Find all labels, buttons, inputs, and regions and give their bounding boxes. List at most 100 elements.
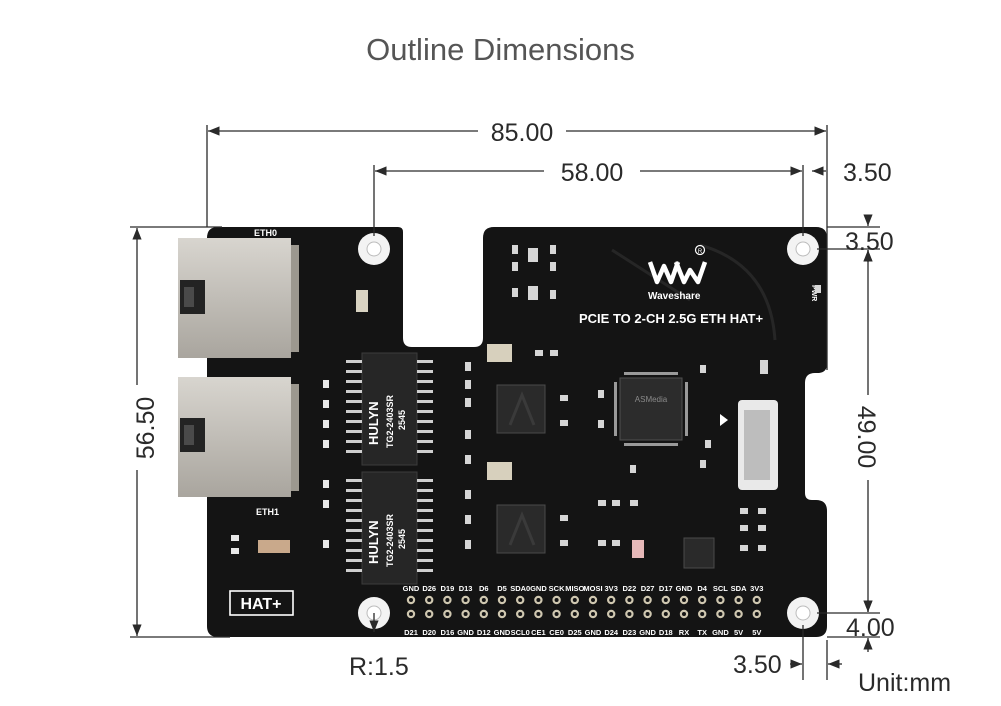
dim-hole-offset-y-top: 3.50 [845,228,894,256]
gpio-top-pin-label: D4 [697,584,707,593]
gpio-pin-hole [500,612,504,616]
dimension-lines [130,125,880,680]
gpio-pin-hole [554,612,559,616]
gpio-bottom-pin-label: RX [679,628,689,637]
gpio-top-pin-label: D6 [479,584,489,593]
gpio-top-pin-label: MISO [565,584,584,593]
gpio-top-pin-label: SCK [549,584,565,593]
crystal-1 [487,344,512,362]
gpio-top-pin-label: MOSI [583,584,602,593]
gpio-pin-hole [609,598,614,602]
ethernet-controller-2 [496,504,546,554]
crystal-2 [487,462,512,480]
gpio-pin-hole [463,612,468,616]
dim-hole-radius: R:1.5 [349,653,409,681]
gpio-top-pin-label: D5 [497,584,507,593]
gpio-top-pin-label: SDA0 [510,584,530,593]
gpio-pin-hole [682,598,686,602]
hat-label: HAT+ [240,596,281,613]
gpio-pin-hole [736,612,741,616]
gpio-pin-hole [572,612,577,616]
rj45-port-eth1 [178,377,299,497]
svg-text:R: R [698,249,703,255]
gpio-header: GNDD21D26D20D19D16D13GNDD6D12D5GNDSDA0SC… [403,584,764,637]
gpio-pin-hole [554,598,559,602]
gpio-bottom-pin-label: D12 [477,628,491,637]
gpio-top-pin-label: D19 [441,584,455,593]
gpio-bottom-pin-label: SCL0 [511,628,530,637]
gpio-pin-hole [627,612,632,616]
transformer-1: HULYN TG2-2403SR 2545 [346,352,433,466]
gpio-pin-hole [591,612,595,616]
gpio-pin-hole [627,598,632,602]
gpio-top-pin-label: GND [676,584,693,593]
mounting-holes [358,233,819,629]
dim-hole-spacing-x: 58.00 [561,159,624,187]
gpio-top-pin-label: GND [530,584,547,593]
gpio-bottom-pin-label: GND [712,628,729,637]
gpio-pin-hole [445,612,450,616]
gpio-pin-hole [645,612,650,616]
unit-label: Unit:mm [858,669,951,697]
smd-components [465,245,821,558]
gpio-bottom-pin-label: GND [457,628,474,637]
gpio-top-pin-label: D22 [623,584,637,593]
gpio-pin-hole [500,598,504,602]
dim-hole-offset-x: 3.50 [843,159,892,187]
gpio-top-pin-label: 3V3 [750,584,763,593]
gpio-pin-hole [663,612,668,616]
gpio-top-pin-label: D27 [641,584,655,593]
brand-label: Waveshare [648,291,701,302]
mounting-hole-top-left [358,233,390,265]
gpio-bottom-pin-label: D20 [422,628,436,637]
gpio-bottom-pin-label: D16 [441,628,455,637]
mounting-hole-bottom-right [787,597,819,629]
gpio-pin-hole [718,612,723,616]
transformer-2-code: 2545 [397,529,407,549]
gpio-pin-hole [718,598,723,602]
pcie-switch-chip: ASMedia [614,372,688,446]
gpio-pin-hole [409,612,413,616]
mounting-hole-top-right [787,233,819,265]
gpio-bottom-pin-label: D21 [404,628,418,637]
gpio-pin-hole [409,598,413,602]
gpio-bottom-pin-label: CE1 [531,628,546,637]
gpio-pin-hole [645,598,650,602]
dim-hole-spacing-y: 49.00 [852,406,880,469]
gpio-top-pin-label: SDA [731,584,747,593]
gpio-bottom-pin-label: GND [639,628,656,637]
transformer-2-brand: HULYN [366,520,381,564]
pcie-switch-chip-label: ASMedia [635,395,668,404]
pwr-label: PWR [810,285,817,301]
gpio-pin-hole [663,598,668,602]
product-name: PCIE TO 2-CH 2.5G ETH HAT+ [579,311,763,326]
eth1-label: ETH1 [256,507,279,517]
dim-hole-offset-x-bottom: 3.50 [733,651,782,679]
transformer-2: HULYN TG2-2403SR 2545 [346,471,433,585]
gpio-pin-hole [682,612,686,616]
gpio-pin-hole [700,598,705,602]
gpio-pin-hole [754,612,759,616]
gpio-pin-hole [591,598,595,602]
page-title: Outline Dimensions [366,32,635,67]
gpio-pin-hole [572,598,577,602]
gpio-pin-hole [518,612,523,616]
fpc-connector [720,400,778,490]
gpio-pin-hole [736,598,741,602]
gpio-pin-hole [609,612,614,616]
gpio-bottom-pin-label: GND [585,628,602,637]
gpio-top-pin-label: D13 [459,584,473,593]
gpio-pin-hole [754,598,759,602]
waveshare-logo: R [647,244,708,285]
gpio-bottom-pin-label: D25 [568,628,582,637]
gpio-pin-hole [518,598,523,602]
transformer-1-code: 2545 [397,410,407,430]
gpio-pin-hole [427,598,432,602]
gpio-pin-hole [445,598,450,602]
gpio-top-pin-label: SCL [713,584,728,593]
gpio-bottom-pin-label: D23 [623,628,637,637]
gpio-top-pin-label: 3V3 [605,584,618,593]
transformer-1-model: TG2-2403SR [385,394,395,448]
ethernet-controller-1 [496,384,546,434]
